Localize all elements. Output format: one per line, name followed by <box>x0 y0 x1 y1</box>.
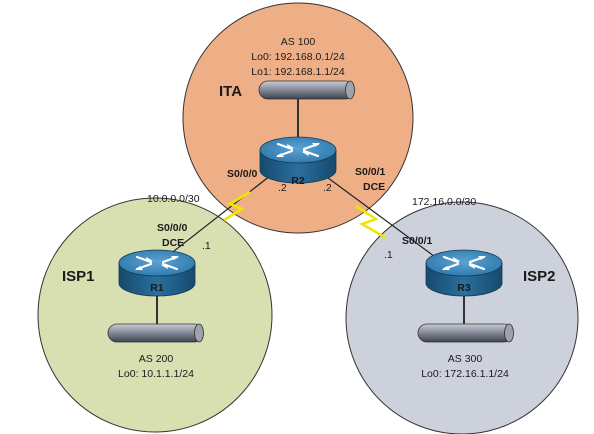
r1-router-icon <box>118 249 196 297</box>
isp1-as-label: AS 200 <box>139 353 174 365</box>
r2-router-icon <box>259 136 337 184</box>
r2-dce-label: DCE <box>363 181 385 193</box>
r2-s001-interface-label: S0/0/1 <box>355 166 386 178</box>
r1-router-label: R1 <box>150 282 164 294</box>
r1-s000-interface-label: S0/0/0 <box>157 222 188 234</box>
ita-loopback-segment <box>258 80 355 100</box>
isp1-loopback-segment <box>107 323 204 343</box>
link-r2-r3-network-label: 172.16.0.0/30 <box>412 196 476 208</box>
ita-lo0-label: Lo0: 192.168.0.1/24 <box>251 51 345 63</box>
ita-lo1-label: Lo1: 192.168.1.1/24 <box>251 66 345 78</box>
r2-router-label: R2 <box>291 175 305 187</box>
link-r1-r2-line <box>159 171 276 263</box>
r3-host-label: .1 <box>384 249 393 261</box>
ita-as-label: AS 100 <box>281 36 316 48</box>
r2-s001-host-label: .2 <box>323 182 332 194</box>
link-r1-r2-serial-bolt <box>223 190 251 222</box>
ita-name-label: ITA <box>219 83 242 100</box>
link-r1-r2-network-label: 10.0.0.0/30 <box>147 193 200 205</box>
r3-router-label: R3 <box>457 282 471 294</box>
link-r2-r3-serial-bolt <box>355 204 387 240</box>
link-r2-r3-line <box>319 171 443 263</box>
isp2-as-label: AS 300 <box>448 353 483 365</box>
isp1-lo0-label: Lo0: 10.1.1.1/24 <box>118 368 194 380</box>
isp2-domain-circle <box>345 201 579 434</box>
r1-dce-label: DCE <box>162 237 184 249</box>
r1-host-label: .1 <box>202 240 211 252</box>
r2-s000-host-label: .2 <box>278 182 287 194</box>
r3-s001-interface-label: S0/0/1 <box>402 235 433 247</box>
isp1-name-label: ISP1 <box>62 268 95 285</box>
r3-router-icon <box>425 249 503 297</box>
isp1-domain-circle <box>37 197 273 433</box>
isp2-loopback-segment <box>417 323 514 343</box>
isp2-lo0-label: Lo0: 172.16.1.1/24 <box>421 368 509 380</box>
r2-s000-interface-label: S0/0/0 <box>227 168 258 180</box>
isp2-name-label: ISP2 <box>523 268 556 285</box>
